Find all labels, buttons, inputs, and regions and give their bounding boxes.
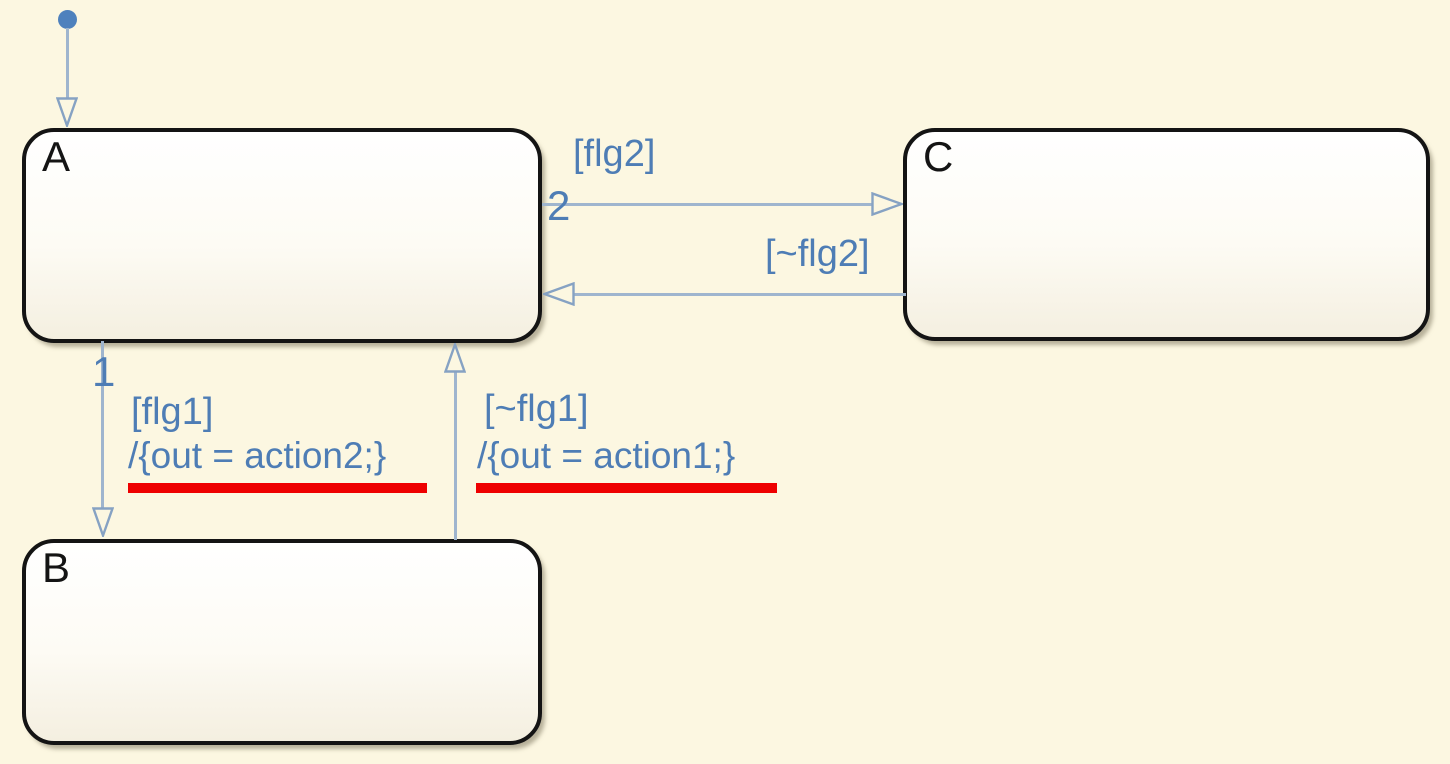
state-c[interactable]: C <box>903 128 1430 341</box>
transition-line-c-to-a[interactable] <box>572 293 906 296</box>
transition-condition-b-to-a[interactable]: [~flg1] <box>484 388 589 430</box>
state-a[interactable]: A <box>22 128 542 343</box>
arrowhead-left-icon <box>543 282 575 306</box>
arrowhead-down-icon <box>92 507 114 537</box>
red-underline-annotation <box>476 483 777 493</box>
arrowhead-down-icon <box>56 97 78 127</box>
transition-line-a-to-b[interactable] <box>101 341 104 509</box>
arrowhead-up-icon <box>444 343 466 373</box>
state-a-label: A <box>42 133 71 180</box>
default-transition-line[interactable] <box>66 28 69 98</box>
state-b[interactable]: B <box>22 539 542 745</box>
transition-order-a-to-b[interactable]: 1 <box>92 348 116 395</box>
transition-condition-c-to-a[interactable]: [~flg2] <box>765 233 870 275</box>
state-c-label: C <box>923 133 954 180</box>
default-transition-start-dot[interactable] <box>58 10 77 29</box>
transition-action-a-to-b[interactable]: /{out = action2;} <box>128 435 387 476</box>
transition-order-a-to-c[interactable]: 2 <box>547 182 571 229</box>
transition-condition-a-to-b[interactable]: [flg1] <box>131 391 214 433</box>
state-b-label: B <box>42 544 71 591</box>
red-underline-annotation <box>128 483 427 493</box>
transition-line-a-to-c[interactable] <box>542 203 873 206</box>
transition-line-b-to-a[interactable] <box>454 371 457 540</box>
transition-condition-a-to-c[interactable]: [flg2] <box>573 133 656 175</box>
arrowhead-right-icon <box>871 192 903 216</box>
transition-action-b-to-a[interactable]: /{out = action1;} <box>477 435 736 476</box>
